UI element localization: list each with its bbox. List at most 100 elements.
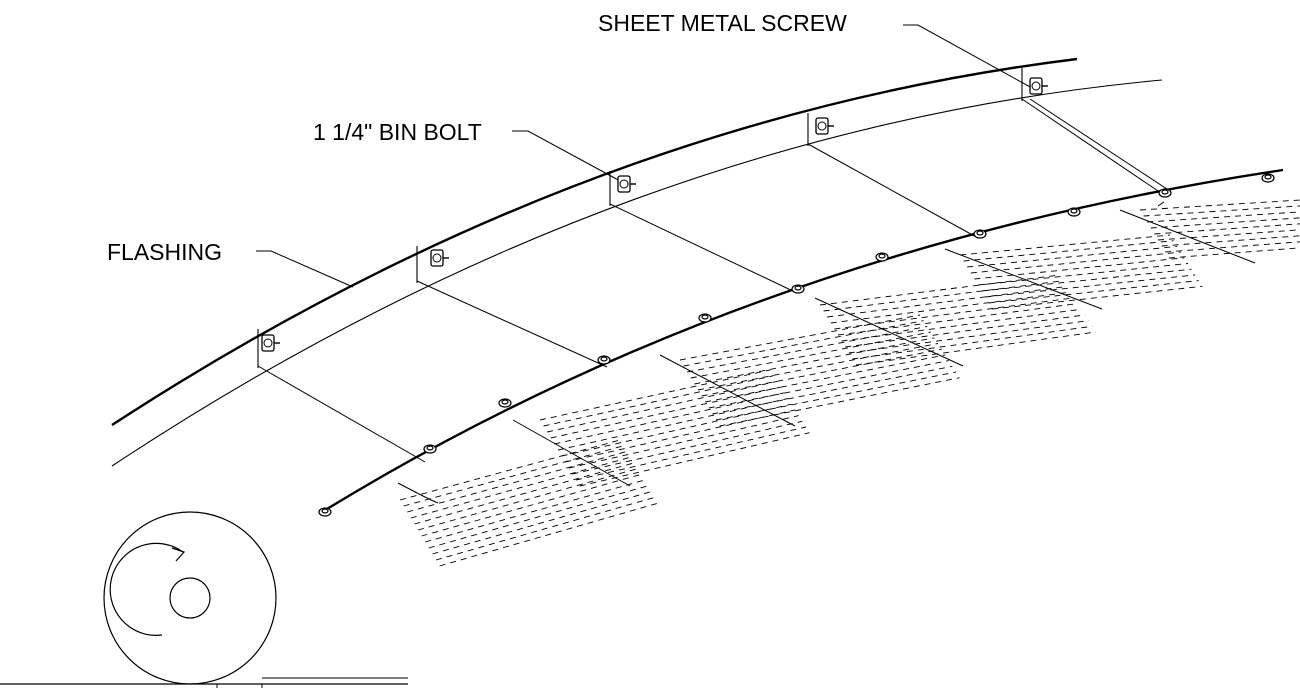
- bin-bolt-1: [261, 334, 280, 352]
- hatch-line: [1139, 199, 1300, 211]
- flashing-outer-edge: [111, 57, 1078, 427]
- roof-eave-edge: [321, 168, 1284, 514]
- hatch-line: [1161, 235, 1300, 247]
- hatch-line: [827, 285, 1068, 318]
- bin-bolt-icon: [1029, 77, 1048, 95]
- roof-seam-3: [609, 203, 798, 294]
- hatch-line: [819, 274, 1061, 306]
- roof-panel-hatching: [399, 199, 1300, 567]
- hatch-line: [970, 251, 1181, 274]
- roof-seam-2: [416, 280, 608, 368]
- hatch-line: [992, 285, 1203, 310]
- hatch-line: [421, 473, 642, 537]
- hatch-line: [407, 450, 628, 513]
- rotation-arrowhead: [171, 547, 186, 562]
- hatch-line: [679, 314, 921, 361]
- hatch-line: [399, 439, 621, 501]
- sheet-metal-screw-icon: [973, 229, 987, 239]
- rotating-roll-icon: [109, 542, 184, 636]
- hatch-line: [705, 354, 946, 403]
- sheet-metal-screw-icon: [875, 252, 889, 262]
- roll-outer-circle: [103, 511, 277, 685]
- hatch-line: [439, 502, 660, 567]
- roll-hub: [169, 577, 211, 619]
- lower-seam-4: [944, 248, 1103, 310]
- hatch-line: [1168, 247, 1300, 259]
- hatch-line: [708, 360, 949, 409]
- bin-bolt-icon: [815, 117, 834, 135]
- hatch-line: [852, 325, 1093, 360]
- hatch-line: [572, 420, 803, 475]
- hatch-line: [435, 496, 657, 561]
- hatch-line: [988, 280, 1199, 304]
- hatch-line: [967, 245, 1178, 268]
- hatch-line: [1143, 205, 1300, 217]
- hatch-line: [414, 462, 635, 525]
- bin-bolt-4: [815, 117, 834, 135]
- bin-bolt-icon: [617, 175, 636, 193]
- hatch-line: [417, 468, 639, 531]
- roof-seam-1: [257, 365, 426, 463]
- hatch-line: [565, 409, 796, 463]
- hatch-line: [432, 490, 653, 555]
- hatch-line: [690, 331, 931, 379]
- sheet-metal-screw-icon: [1158, 188, 1172, 198]
- flashing-inner-edge: [111, 79, 1163, 467]
- hatch-line: [403, 445, 624, 507]
- drawing-lines: [111, 24, 1284, 514]
- flashing-label: FLASHING: [107, 239, 223, 265]
- hatch-line: [561, 403, 792, 457]
- hatch-line: [701, 348, 942, 397]
- sheet-metal-screw-icon: [698, 313, 712, 323]
- roll-icon: [103, 511, 277, 685]
- hatch-line: [959, 234, 1171, 256]
- hatch-line: [977, 263, 1189, 286]
- flashing-leader: [256, 250, 354, 288]
- hatch-line: [830, 291, 1071, 324]
- hatch-line: [697, 343, 939, 391]
- hatch-line: [845, 314, 1086, 348]
- hatch-line: [837, 303, 1079, 336]
- hatch-line: [543, 375, 774, 427]
- hatch-line: [550, 386, 781, 439]
- bin-bolt-3: [617, 175, 636, 193]
- lower-seam-5: [1119, 209, 1256, 264]
- hatch-line: [1147, 211, 1300, 223]
- bolt-leader: [512, 130, 623, 183]
- sheet-metal-screw-icon: [423, 444, 437, 454]
- hatch-line: [579, 432, 810, 487]
- sheet-metal-screw-label: SHEET METAL SCREW: [598, 10, 847, 36]
- bin-bolt-2: [430, 249, 449, 267]
- sheet-metal-screw-icon: [791, 284, 805, 294]
- screw-leader: [903, 24, 1033, 89]
- hatch-line: [1165, 241, 1300, 253]
- hatch-line: [554, 392, 785, 445]
- hatch-line: [719, 377, 960, 427]
- sheet-metal-screw-icon: [597, 355, 611, 365]
- roof-seam-5c: [1157, 201, 1165, 207]
- hatch-line: [687, 325, 928, 373]
- hatch-line: [712, 365, 953, 415]
- hatch-line: [855, 331, 1097, 366]
- hatch-line: [823, 280, 1064, 312]
- bin-bolt-icon: [430, 249, 449, 267]
- sheet-metal-screws: [318, 173, 1275, 517]
- sheet-metal-screw-icon: [1261, 173, 1275, 183]
- hatch-line: [848, 320, 1089, 354]
- lower-seam-3: [814, 297, 964, 367]
- sheet-metal-screw-icon: [498, 398, 512, 408]
- sheet-metal-screw-icon: [318, 507, 332, 517]
- roof-lower-edge: [397, 482, 439, 504]
- roof-seam-4: [807, 143, 979, 239]
- hatch-line: [410, 456, 631, 519]
- ground-line: [0, 677, 408, 688]
- bin-bolt-icon: [261, 334, 280, 352]
- bin-bolt-5: [1029, 77, 1048, 95]
- hatch-line: [694, 337, 935, 385]
- hatch-line: [834, 297, 1075, 330]
- hatch-line: [715, 371, 957, 421]
- hatch-line: [1154, 223, 1300, 235]
- hatch-line: [963, 240, 1174, 262]
- hatch-line: [841, 308, 1082, 342]
